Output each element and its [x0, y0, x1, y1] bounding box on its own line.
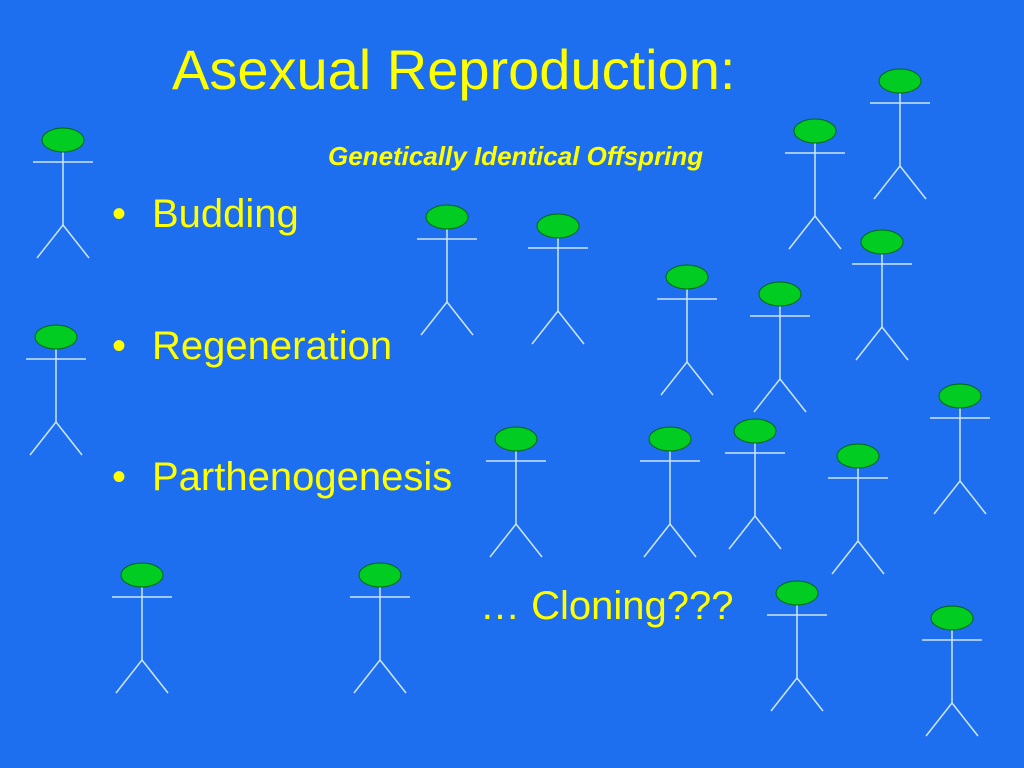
stick-figure-icon [828, 443, 888, 575]
cloning-question: … Cloning??? [480, 584, 734, 628]
stick-figure-icon [725, 418, 785, 550]
bullet-label: Budding [152, 192, 299, 236]
bullet-icon: • [112, 324, 127, 368]
stick-figure-icon [350, 562, 410, 694]
bullet-item-parthenogenesis: • Parthenogenesis [112, 453, 452, 501]
stick-figure-icon [852, 229, 912, 361]
slide-title: Asexual Reproduction: [172, 38, 736, 101]
stick-figure-icon [750, 281, 810, 413]
stick-figure-icon [785, 118, 845, 250]
bullet-icon: • [112, 455, 127, 499]
stick-figure-icon [922, 605, 982, 737]
stick-figure-icon [26, 324, 86, 456]
stick-figure-icon [930, 383, 990, 515]
stick-figure-icon [112, 562, 172, 694]
stick-figure-icon [640, 426, 700, 558]
stick-figure-icon [486, 426, 546, 558]
stick-figure-icon [33, 127, 93, 259]
bullet-item-regeneration: • Regeneration [112, 322, 392, 370]
stick-figure-icon [417, 204, 477, 336]
stick-figure-icon [528, 213, 588, 345]
stick-figure-icon [870, 68, 930, 200]
slide-subtitle: Genetically Identical Offspring [328, 141, 704, 171]
bullet-item-budding: • Budding [112, 190, 299, 238]
stick-figure-icon [767, 580, 827, 712]
stick-figure-icon [657, 264, 717, 396]
bullet-label: Regeneration [152, 324, 393, 368]
bullet-icon: • [112, 192, 127, 236]
bullet-label: Parthenogenesis [152, 455, 453, 499]
